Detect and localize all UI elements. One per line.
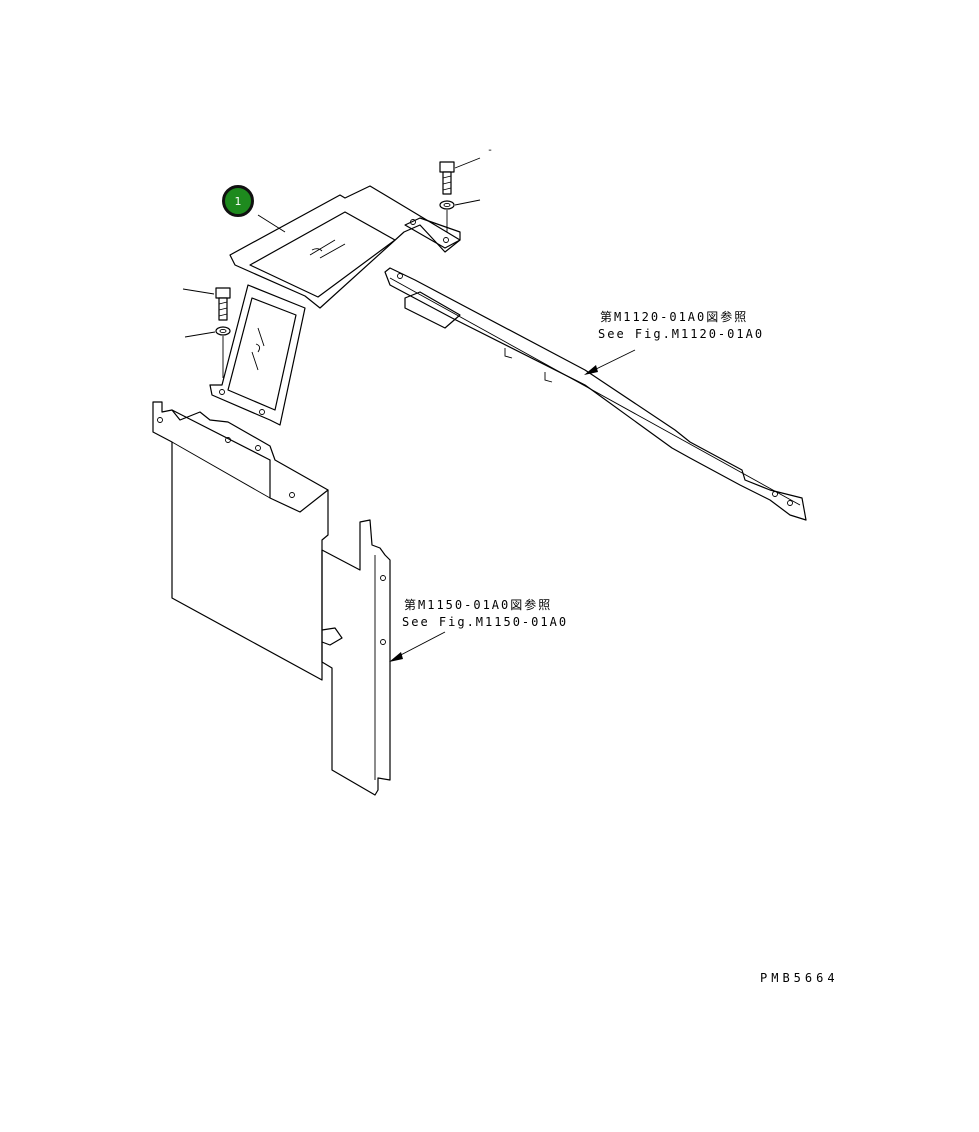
bolt-top (439, 157, 481, 232)
bolt-leader-mark: - (487, 145, 496, 156)
bolt-left (182, 287, 231, 378)
long-frame-rail (384, 267, 807, 521)
part-callout-1[interactable]: 1 (222, 185, 254, 217)
drawing-code: PMB5664 (760, 971, 839, 985)
callout-leader (257, 214, 286, 233)
reference-1-en[interactable]: See Fig.M1120-01A0 (598, 327, 765, 341)
lower-side-panel (152, 401, 329, 681)
reference-arrow-2 (389, 631, 446, 662)
reference-1-jp: 第M1120-01A0図参照 (600, 310, 749, 324)
tall-vertical-plate (321, 519, 391, 796)
reference-2-jp: 第M1150-01A0図参照 (404, 598, 553, 612)
vertical-bracket (209, 284, 306, 426)
top-cover-plate (229, 185, 461, 309)
reference-2-en[interactable]: See Fig.M1150-01A0 (402, 615, 569, 629)
reference-arrow-1 (584, 349, 636, 375)
